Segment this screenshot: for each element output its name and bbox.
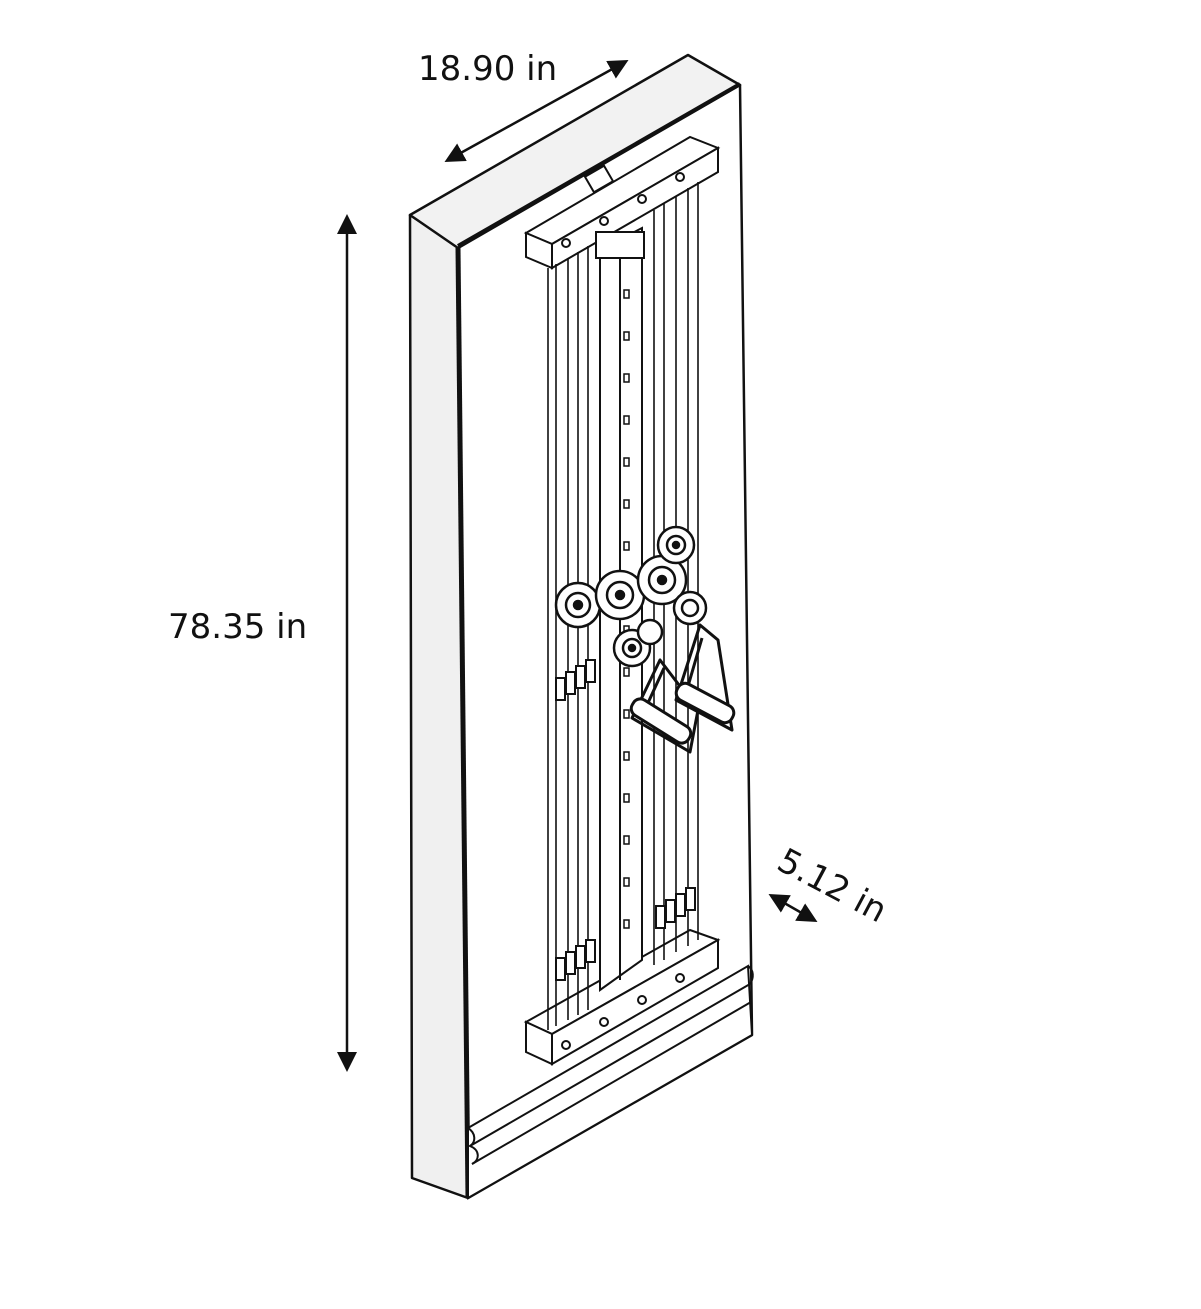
width-arrow xyxy=(444,60,629,162)
column-hole xyxy=(623,373,630,383)
depth-label: 5.12 in xyxy=(771,841,894,931)
pulley-assembly xyxy=(554,525,708,668)
column-hole xyxy=(623,541,630,551)
dimension-arrows xyxy=(337,60,818,1072)
handles xyxy=(629,623,736,754)
height-label: 78.35 in xyxy=(168,607,307,647)
left-weight-stack-bottom xyxy=(555,939,596,981)
width-label: 18.90 in xyxy=(418,49,557,89)
left-weight-stack-top xyxy=(555,659,596,701)
top-bracket xyxy=(523,135,721,270)
column-hole xyxy=(623,289,630,299)
column-hole xyxy=(623,835,630,845)
column-hole xyxy=(623,709,630,719)
column-hole xyxy=(623,415,630,425)
column-hole xyxy=(623,793,630,803)
column-hole xyxy=(623,331,630,341)
baseboard xyxy=(467,964,754,1200)
right-weight-stack-bottom xyxy=(655,887,696,929)
column-hole xyxy=(623,457,630,467)
depth-arrow xyxy=(768,894,818,922)
column-hole xyxy=(623,751,630,761)
column-hole xyxy=(623,667,630,677)
column-hole xyxy=(623,499,630,509)
bottom-bracket xyxy=(523,928,721,1066)
column-hole xyxy=(623,919,630,929)
column-holes xyxy=(623,289,630,929)
column-hole xyxy=(623,877,630,887)
